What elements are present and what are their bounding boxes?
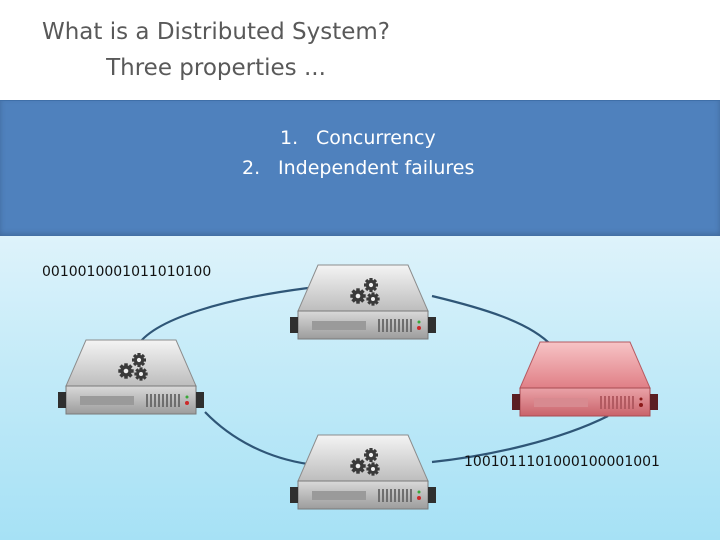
slide-title: What is a Distributed System? Three prop…	[0, 14, 432, 86]
property-text-2: Independent failures	[278, 157, 475, 179]
property-number-2: 2.	[242, 157, 261, 179]
server-icon-failed	[511, 341, 659, 417]
link-left-top	[135, 286, 309, 349]
server-icon-top	[290, 265, 436, 339]
message-bits-top: 0010010001011010100	[42, 264, 212, 280]
link-left-bottom	[204, 411, 309, 466]
message-bits-bottom: 1001011101000100001001	[464, 454, 660, 470]
link-bottom-right	[431, 415, 609, 464]
server-icon-bottom	[290, 435, 436, 509]
property-item-2: 2. Independent failures	[242, 157, 474, 179]
title-line-2: Three properties ...	[106, 55, 326, 81]
properties-banner: 1. Concurrency 2. Independent failures	[0, 100, 720, 237]
title-line-1: What is a Distributed System?	[41, 19, 390, 45]
property-text-1: Concurrency	[316, 127, 436, 149]
property-item-1: 1. Concurrency	[280, 127, 436, 149]
network-links	[135, 286, 609, 466]
link-top-right	[431, 294, 553, 347]
server-icon-left	[58, 340, 204, 414]
property-number-1: 1.	[280, 127, 299, 149]
